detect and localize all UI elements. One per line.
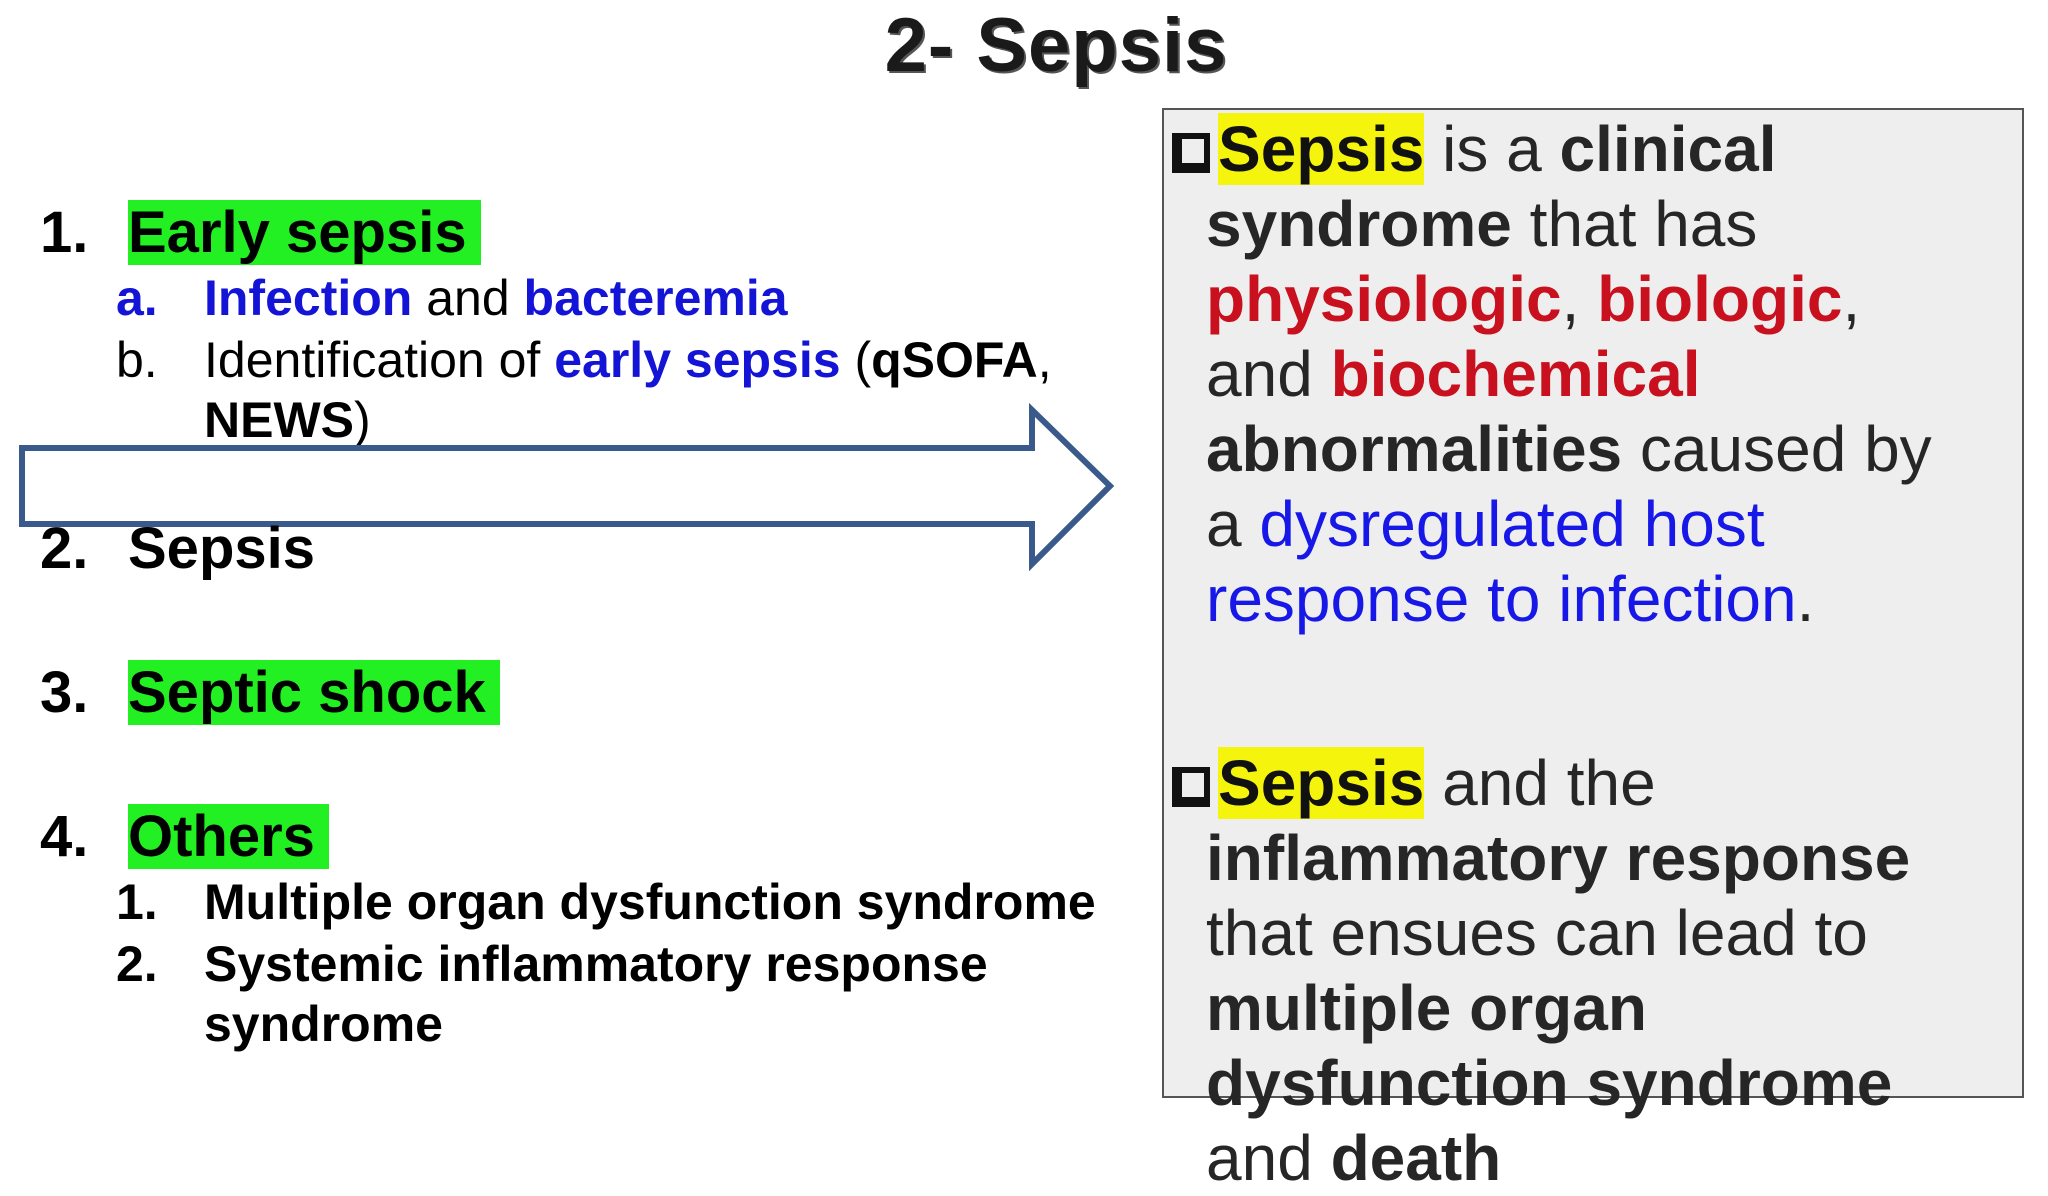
term-bacteremia: bacteremia <box>523 270 788 326</box>
definition-box <box>1162 108 2024 1098</box>
para-line: Sepsis and the <box>1172 746 1910 821</box>
para-text: , <box>1561 263 1598 335</box>
sub-text: Multiple organ dysfunction syndrome <box>204 874 1096 930</box>
term-sepsis: Sepsis <box>1218 747 1425 819</box>
term-clinical: clinical <box>1559 113 1777 185</box>
checkbox-bullet-icon <box>1172 133 1210 173</box>
sub-text-part: Identification of <box>204 332 555 388</box>
para-text: , <box>1842 263 1861 335</box>
para-text: caused by <box>1622 413 1932 485</box>
para-line: dysfunction syndrome <box>1206 1047 1893 1119</box>
list-label: Sepsis <box>128 516 315 581</box>
sub-number: 2. <box>116 936 158 992</box>
term-death: death <box>1330 1122 1502 1194</box>
para-line: multiple organ <box>1206 972 1647 1044</box>
para-text: and <box>1206 1122 1331 1194</box>
para-line: a dysregulated host <box>1172 487 1932 562</box>
term-abnormalities: abnormalities <box>1206 413 1623 485</box>
para-text: . <box>1796 563 1815 635</box>
definition-paragraph-1: Sepsis is a clinical syndrome that has p… <box>1172 112 1932 637</box>
slide-title: 2- Sepsis <box>884 3 1228 88</box>
sub-item-a: a. Infection and bacteremia <box>116 268 1016 328</box>
term-physiologic: physiologic <box>1206 263 1562 335</box>
sub-text-line: syndrome <box>204 996 443 1052</box>
list-number: 2. <box>40 516 89 581</box>
sub-number: 1. <box>116 874 158 930</box>
definition-paragraph-2: Sepsis and the inflammatory response tha… <box>1172 746 1910 1196</box>
term-qsofa: qSOFA <box>871 332 1038 388</box>
para-line: Sepsis is a clinical <box>1172 112 1932 187</box>
list-number: 1. <box>40 200 89 265</box>
connector-text: and <box>412 270 524 326</box>
para-line: physiologic, biologic, <box>1172 262 1932 337</box>
term-dysregulated-host: dysregulated host <box>1259 488 1765 560</box>
paren-close: ) <box>354 392 371 448</box>
sub-item-mods: 1. Multiple organ dysfunction syndrome <box>116 872 1166 932</box>
term-early-sepsis: early sepsis <box>554 332 841 388</box>
checkbox-bullet-icon <box>1172 767 1210 807</box>
para-text: is a <box>1424 113 1560 185</box>
sub-letter: a. <box>116 270 158 326</box>
list-number: 3. <box>40 660 89 725</box>
list-number: 4. <box>40 804 89 869</box>
term-infection: Infection <box>204 270 413 326</box>
sub-text: Identification of early sepsis (qSOFA, NE… <box>204 330 1052 450</box>
term-response-to-infection: response to infection <box>1206 563 1797 635</box>
para-line: inflammatory response <box>1206 822 1911 894</box>
para-line: that ensues can lead to <box>1206 897 1868 969</box>
paren-open: ( <box>840 332 872 388</box>
para-line: and death <box>1172 1121 1910 1196</box>
list-label: Septic shock <box>128 660 500 725</box>
para-text: that has <box>1511 188 1758 260</box>
para-line: abnormalities caused by <box>1172 412 1932 487</box>
list-label: Others <box>128 804 329 869</box>
sub-text-line: Systemic inflammatory response <box>204 936 988 992</box>
list-label: Early sepsis <box>128 200 481 265</box>
para-text: a <box>1206 488 1260 560</box>
list-item-sepsis: 2. Sepsis <box>40 516 315 582</box>
comma: , <box>1037 332 1052 388</box>
sub-item-b: b. Identification of early sepsis (qSOFA… <box>116 330 1116 450</box>
para-line: and biochemical <box>1172 337 1932 412</box>
para-line: response to infection. <box>1172 562 1932 637</box>
term-news: NEWS <box>204 392 354 448</box>
sub-letter: b. <box>116 332 158 388</box>
para-text: and <box>1206 338 1331 410</box>
list-item-early-sepsis: 1. Early sepsis <box>40 200 481 266</box>
para-line: syndrome that has <box>1172 187 1932 262</box>
para-text: and the <box>1424 747 1656 819</box>
right-arrow-icon <box>19 402 1115 572</box>
list-item-others: 4. Others <box>40 804 329 870</box>
term-syndrome: syndrome <box>1206 188 1512 260</box>
term-biochemical: biochemical <box>1330 338 1701 410</box>
term-biologic: biologic <box>1597 263 1843 335</box>
term-sepsis: Sepsis <box>1218 113 1425 185</box>
list-item-septic-shock: 3. Septic shock <box>40 660 500 726</box>
sub-text: Infection and bacteremia <box>204 268 788 328</box>
